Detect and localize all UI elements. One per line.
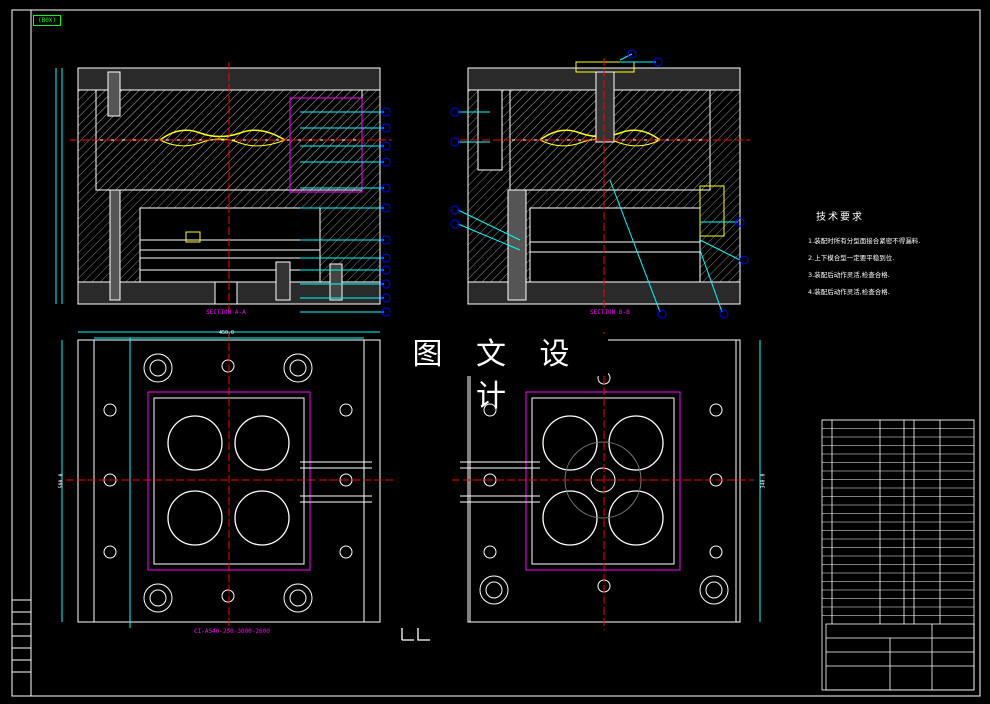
section-a-view [55,62,392,317]
technical-requirements-title: 技术要求 [816,212,864,223]
view-symbol [401,628,430,641]
plan-view-left [61,331,394,630]
height-dimension-right: 340.0 [760,473,767,489]
plan-view-right [452,332,761,630]
watermark: 图 文 设 计 [386,334,608,414]
requirement-1: 1.装配时所有分型面接合紧密不得漏料. [808,237,921,245]
corner-tag: (B0X) [33,15,61,26]
bill-of-materials [821,419,975,691]
requirement-2: 2.上下模合型一定要平稳到位. [808,254,895,262]
plan-note: CI-A540-250-3000-2600 [194,628,270,635]
section-b-view [450,49,750,319]
revision-strip [11,599,32,697]
requirement-4: 4.装配后动作灵活,检查合格. [808,288,890,296]
bom-rows [822,419,974,616]
section-b-label: SECTION B-B [590,309,630,316]
requirement-3: 3.装配后动作灵活,检查合格. [808,271,890,279]
inner-frame [30,9,981,697]
section-a-label: SECTION A-A [206,309,246,316]
technical-requirements: 技术要求 1.装配时所有分型面接合紧密不得漏料. 2.上下模合型一定要平稳到位.… [808,208,958,303]
height-dimension-left: 500.0 [58,473,65,489]
width-dimension: 450.0 [219,330,235,336]
